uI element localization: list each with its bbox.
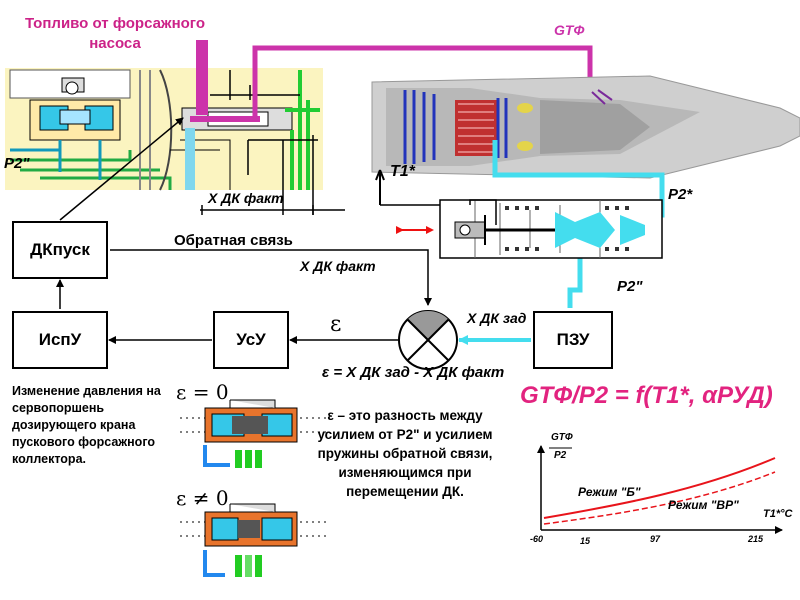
characteristic-graph <box>537 445 783 534</box>
ispu-block: ИспУ <box>12 311 108 369</box>
graph-xlabel: T1*°C <box>763 508 793 520</box>
dk-pusk-block: ДКпуск <box>12 221 108 279</box>
usu-block: УсУ <box>213 311 289 369</box>
mode-vr-curve <box>543 471 776 525</box>
t1-probe-line <box>375 169 385 205</box>
fuel-flow-label: GTФ <box>554 22 585 38</box>
dk-pusk-label: ДКпуск <box>30 240 90 259</box>
feedback-label: Обратная связь <box>174 232 293 249</box>
ispu-label: ИспУ <box>38 330 82 349</box>
tick-label: 97 <box>650 534 661 544</box>
x-dk-zad-label: X ДК зад <box>467 310 527 326</box>
fuel-source-label: Топливо от форсажного насоса <box>24 15 206 52</box>
usu-label: УсУ <box>236 330 266 349</box>
tick-label: 15 <box>580 536 591 546</box>
block-connections <box>56 117 432 344</box>
epsilon-nonzero-label: ε ≠ 0 <box>176 486 229 510</box>
x-dk-fakt-mid-label: X ДК факт <box>300 258 376 274</box>
epsilon-formula: ε = X ДК зад - X ДК факт <box>322 364 505 381</box>
summing-junction <box>398 310 458 370</box>
main-formula: GTФ/P2 = f(T1*, αРУД) <box>520 382 773 409</box>
fuel-metering-unit-drawing <box>5 68 323 191</box>
engine-drawing <box>371 75 800 179</box>
p2-pressure-line-2 <box>567 258 583 308</box>
tick-label: -60 <box>530 534 544 544</box>
servo-piston-balanced <box>180 399 330 468</box>
left-note: Изменение давления на сервопоршень дозир… <box>12 384 161 466</box>
graph-ylabel-den: P2 <box>554 450 567 461</box>
pzu-label: ПЗУ <box>556 330 590 349</box>
epsilon-note: ε – это разность между усилием от P2" и … <box>317 408 493 499</box>
mode-b-curve <box>543 457 776 519</box>
graph-ylabel-num: GTФ <box>551 432 573 443</box>
epsilon-label: ε <box>330 312 342 337</box>
p2-double-left-label: P2" <box>4 155 30 172</box>
x-dk-fakt-top-label: X ДК факт <box>208 190 284 206</box>
p2-double-right-label: P2" <box>617 278 643 295</box>
tick-label: 215 <box>748 534 764 544</box>
fuel-line <box>190 40 593 122</box>
mode-b-label: Режим "Б" <box>578 485 641 499</box>
pzu-block: ПЗУ <box>533 311 613 369</box>
t1-star-label: T1* <box>390 163 415 180</box>
mode-vr-label: Режим "ВР" <box>668 498 739 512</box>
p2-star-label: P2* <box>668 186 693 203</box>
pzu-mechanism-drawing <box>396 199 663 259</box>
epsilon-zero-label: ε = 0 <box>176 380 229 404</box>
servo-piston-unbalanced <box>180 503 330 577</box>
